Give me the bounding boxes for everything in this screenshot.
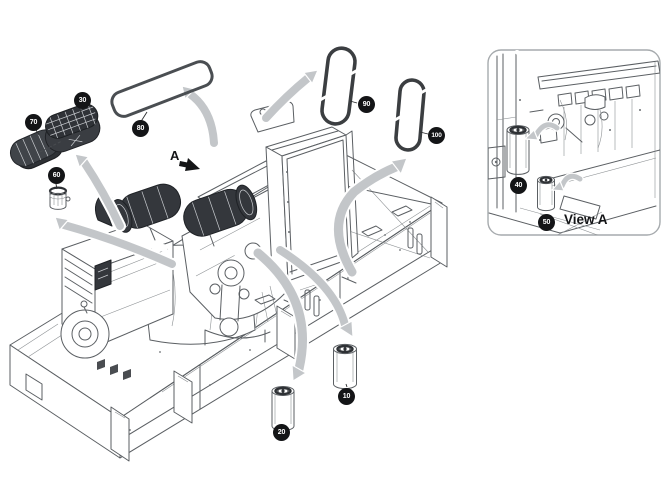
filter-40: [506, 125, 530, 175]
callout-100[interactable]: 100: [428, 127, 445, 144]
arrow-to-filter-20: [251, 246, 309, 382]
arrow-to-filter-50: [551, 172, 584, 192]
callout-50[interactable]: 50: [538, 214, 555, 231]
valve-cover-gasket: [110, 60, 214, 118]
detail-a-arrow-icon: [179, 158, 200, 171]
connector-box: [94, 259, 112, 291]
callout-20[interactable]: 20: [273, 424, 290, 441]
assembly-dashed-line: [39, 140, 63, 153]
filter-50: [537, 175, 555, 212]
belt-90: [318, 46, 358, 126]
arrow-to-gasket: [181, 85, 220, 149]
arrow-to-belt-100: [332, 157, 408, 279]
arrow-to-breather: [54, 216, 178, 270]
view-a-inset: [487, 49, 661, 236]
callout-30[interactable]: 30: [74, 92, 91, 109]
filter-20: [271, 386, 295, 431]
callout-90[interactable]: 90: [358, 96, 375, 113]
arrow-to-air-cleaner-element: [74, 153, 126, 232]
callout-40[interactable]: 40: [510, 177, 527, 194]
breather-element: [48, 186, 71, 210]
filter-10: [333, 343, 357, 390]
view-a-drawing: [488, 50, 660, 235]
arrow-to-filter-40: [524, 121, 561, 141]
belt-100: [391, 78, 428, 152]
view-a-title: View A: [564, 212, 608, 227]
callout-70[interactable]: 70: [25, 114, 42, 131]
arrow-to-belt-90: [260, 69, 319, 124]
callout-80[interactable]: 80: [132, 120, 149, 137]
air-cleaner-canister-right: [183, 184, 258, 237]
removed-parts: [9, 46, 428, 431]
alternator-opening: [60, 309, 110, 359]
detail-a-marker: A: [170, 148, 180, 163]
arrow-to-filter-10: [274, 244, 354, 338]
callout-10[interactable]: 10: [338, 388, 355, 405]
flow-arrows: [54, 69, 408, 382]
callout-60[interactable]: 60: [48, 167, 65, 184]
